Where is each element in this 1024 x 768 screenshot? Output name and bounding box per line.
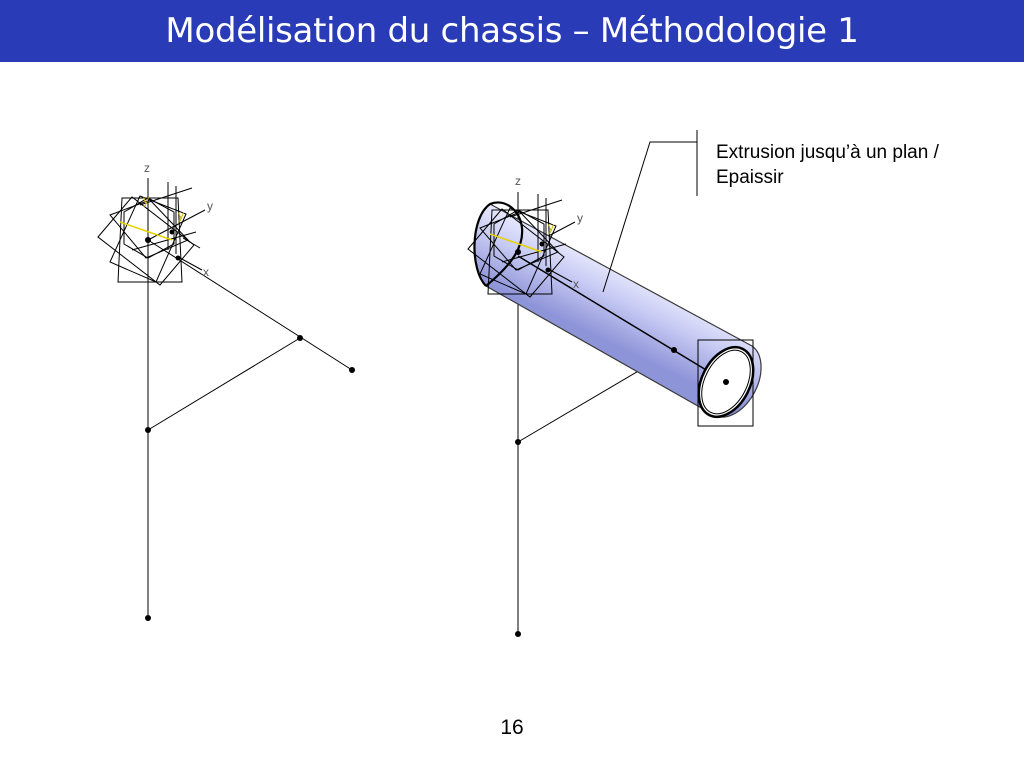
right-y-label: y [577, 211, 583, 225]
left-diagonal-member [147, 239, 353, 371]
right-points [515, 241, 729, 637]
page-number: 16 [500, 716, 524, 739]
left-plane-3 [117, 197, 183, 283]
callout-leader-line [602, 141, 697, 293]
right-x-label: x [573, 277, 579, 291]
callout-text: Extrusion jusqu’à un plan / Epaissir [716, 142, 939, 188]
left-y-label: y [207, 199, 213, 213]
chassis-diagram: z y x y y z y x y [97, 130, 762, 637]
tube-end-cap-inner [701, 349, 751, 415]
left-wireframe [97, 178, 353, 618]
left-plane-4 [109, 195, 187, 283]
tube-start-cap-outline [473, 203, 491, 287]
left-yellow-axis [119, 221, 173, 241]
left-y-small-label: y [178, 208, 184, 222]
left-brace-member [147, 337, 301, 431]
title-bar: Modélisation du chassis – Méthodologie 1 [0, 0, 1024, 62]
right-axis-system [467, 194, 573, 298]
end-plane [697, 339, 754, 427]
right-y-small-label: y [548, 220, 554, 234]
left-points [145, 229, 355, 621]
left-x-label: x [203, 265, 209, 279]
left-y-small-label-2: y [143, 193, 149, 207]
tube-start-cap [485, 201, 524, 287]
tube-center-line [517, 255, 727, 383]
right-z-label: z [515, 174, 521, 188]
left-hexagon [123, 197, 175, 259]
left-z-label: z [144, 161, 150, 175]
slide-title: Modélisation du chassis – Méthodologie 1 [165, 11, 859, 51]
